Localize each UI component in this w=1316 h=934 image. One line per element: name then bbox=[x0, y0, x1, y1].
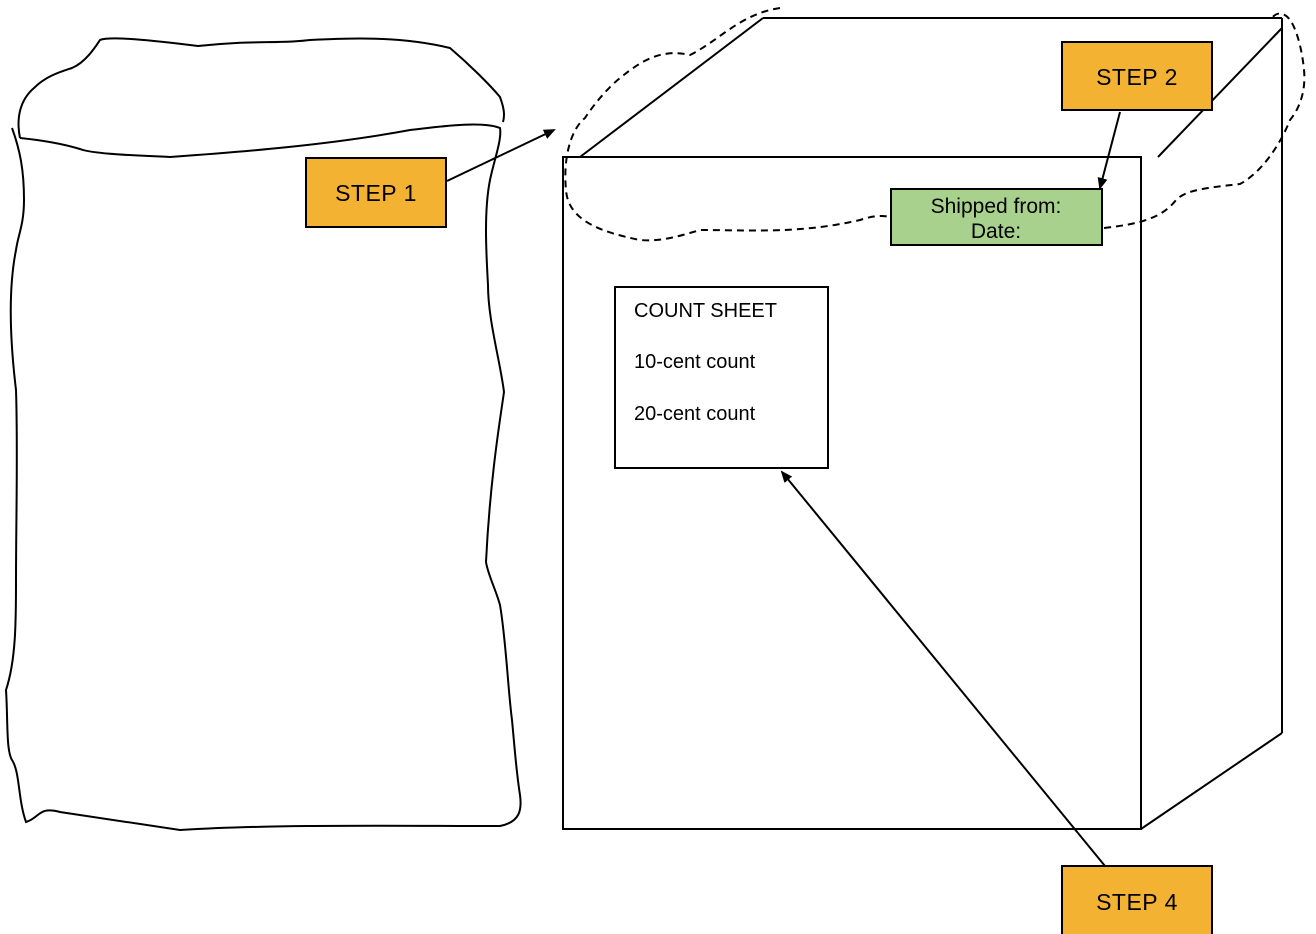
shipping-label-from: Shipped from: bbox=[931, 195, 1062, 218]
step4-box: STEP 4 bbox=[1061, 865, 1213, 934]
count-sheet-20-cent: 20-cent count bbox=[634, 403, 756, 425]
box-edge-bottom-right bbox=[1140, 732, 1283, 830]
count-sheet: COUNT SHEET 10-cent count 20-cent count bbox=[614, 286, 829, 469]
count-sheet-box bbox=[614, 286, 829, 469]
step1-label: STEP 1 bbox=[335, 180, 417, 206]
step4-box-bg bbox=[1061, 865, 1213, 934]
arrow-step1-to-box bbox=[446, 129, 556, 182]
shipping-label-date: Date: bbox=[971, 220, 1021, 243]
box-front-face bbox=[562, 156, 1142, 830]
step4-label: STEP 4 bbox=[1096, 889, 1178, 915]
sack bbox=[4, 37, 522, 832]
step2-label: STEP 2 bbox=[1096, 64, 1178, 90]
step2-box: STEP 2 bbox=[1061, 41, 1213, 111]
count-sheet-title: COUNT SHEET bbox=[634, 300, 777, 322]
box-edge-top-right bbox=[1157, 27, 1283, 158]
tape-outline bbox=[564, 7, 1306, 242]
step2-box-bg bbox=[1061, 41, 1213, 111]
step1-box: STEP 1 bbox=[305, 157, 447, 228]
sack-body bbox=[4, 123, 522, 832]
count-sheet-10-cent: 10-cent count bbox=[634, 351, 756, 373]
arrow-step4-to-sheet bbox=[780, 470, 1106, 867]
shipping-label: Shipped from: Date: bbox=[890, 188, 1103, 246]
step1-box-bg bbox=[305, 157, 447, 228]
sack-top bbox=[17, 37, 505, 139]
arrow-step2-to-label bbox=[1097, 111, 1121, 190]
shipping-label-box bbox=[890, 188, 1103, 246]
box-edge-top-left bbox=[579, 17, 764, 158]
